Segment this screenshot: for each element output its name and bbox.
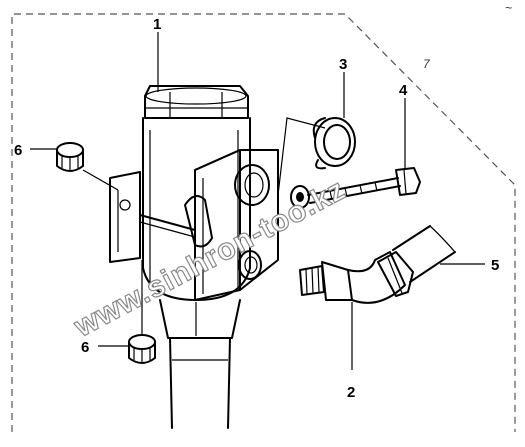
washer (290, 185, 310, 209)
part-6-cap-upper (56, 142, 84, 172)
callout-6-lower: 6 (81, 339, 89, 356)
corner-mark: ~ (505, 1, 512, 15)
leader-lines (30, 32, 485, 370)
callout-6-upper: 6 (14, 142, 22, 159)
part-6-cap-lower (128, 334, 156, 364)
part-1-body (109, 85, 279, 429)
part-5-hose (392, 225, 456, 283)
frame-reference-7: 7 (423, 57, 431, 71)
part-2-elbow-fitting (299, 251, 414, 304)
callout-4: 4 (399, 82, 408, 99)
callout-1: 1 (153, 16, 161, 33)
part-4-bolt (307, 167, 421, 204)
callout-2: 2 (347, 384, 355, 401)
callout-3: 3 (339, 56, 347, 73)
part-3-seal-ring (312, 117, 356, 170)
callout-5: 5 (491, 257, 499, 274)
dashed-frame (11, 13, 516, 432)
